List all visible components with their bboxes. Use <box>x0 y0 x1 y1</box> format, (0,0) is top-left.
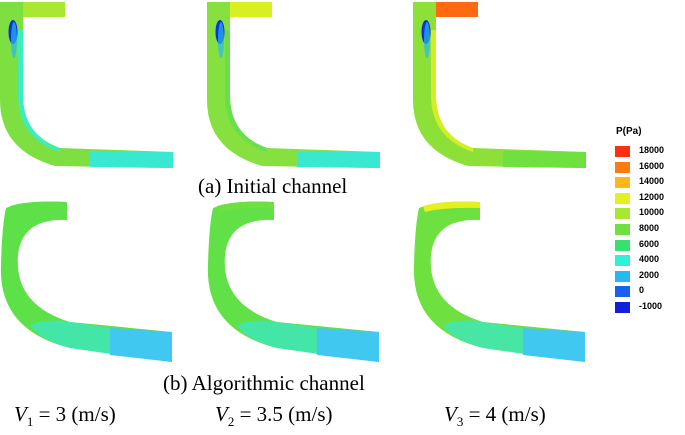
legend-label: 14000 <box>639 176 665 187</box>
velocity-symbol: V <box>444 402 457 426</box>
transition-band <box>443 320 523 354</box>
velocity-value: = 3.5 (m/s) <box>234 402 333 426</box>
inner-wall-band <box>18 30 60 152</box>
vortex-halo <box>218 22 224 58</box>
channel-body <box>0 2 173 168</box>
outlet-section <box>110 328 172 362</box>
legend-label: 8000 <box>639 223 660 233</box>
legend-swatch <box>615 270 630 282</box>
legend-swatch <box>615 224 630 235</box>
legend-label: 4000 <box>639 254 660 265</box>
inlet-top-band <box>423 201 480 212</box>
legend-label: 6000 <box>639 238 660 249</box>
legend-label: 10000 <box>639 207 665 218</box>
velocity-value: = 4 (m/s) <box>463 402 546 426</box>
velocity-label-3: V3 = 4 (m/s) <box>444 402 546 430</box>
legend-swatch <box>615 192 630 204</box>
transition-band <box>30 320 110 354</box>
outlet-section <box>523 328 585 362</box>
channel-body <box>207 2 380 168</box>
legend-swatch <box>615 255 630 267</box>
outlet-section <box>503 151 586 168</box>
velocity-label-2: V2 = 3.5 (m/s) <box>215 402 333 430</box>
legend-label: 18000 <box>639 145 665 155</box>
velocity-symbol: V <box>215 402 228 426</box>
inlet-top-band <box>217 201 274 212</box>
transition-band <box>237 320 317 354</box>
velocity-symbol: V <box>14 402 27 426</box>
legend-label: 2000 <box>639 269 660 280</box>
outlet-section <box>297 151 380 168</box>
legend-swatch <box>615 286 630 298</box>
velocity-label-1: V1 = 3 (m/s) <box>14 402 116 430</box>
legend-swatch <box>615 239 630 251</box>
legend-label: 16000 <box>639 160 665 171</box>
velocity-subscript: 1 <box>26 414 34 430</box>
vortex-halo <box>11 22 17 58</box>
inner-wall-band <box>225 30 267 152</box>
caption-initial-channel: (a) Initial channel <box>198 174 348 198</box>
legend-swatch <box>615 208 630 220</box>
inner-wall-band <box>431 30 473 152</box>
vortex-halo <box>424 22 430 58</box>
legend-swatch <box>615 161 630 173</box>
velocity-subscript: 2 <box>227 414 235 430</box>
velocity-value: = 3 (m/s) <box>33 402 116 426</box>
legend-swatch <box>615 146 630 157</box>
outlet-section <box>90 151 173 168</box>
inlet-top-band <box>10 201 67 212</box>
legend-title: P(Pa) <box>616 126 642 137</box>
outlet-section <box>317 328 379 362</box>
caption-algorithmic-channel: (b) Algorithmic channel <box>163 371 365 395</box>
legend-label: 0 <box>639 285 645 296</box>
legend-swatch <box>615 177 630 189</box>
legend-swatch <box>615 302 630 313</box>
channel-panels <box>0 2 586 362</box>
legend-label: -1000 <box>639 301 663 311</box>
legend-label: 12000 <box>639 191 665 202</box>
channel-body <box>413 2 586 168</box>
velocity-subscript: 3 <box>456 414 464 430</box>
